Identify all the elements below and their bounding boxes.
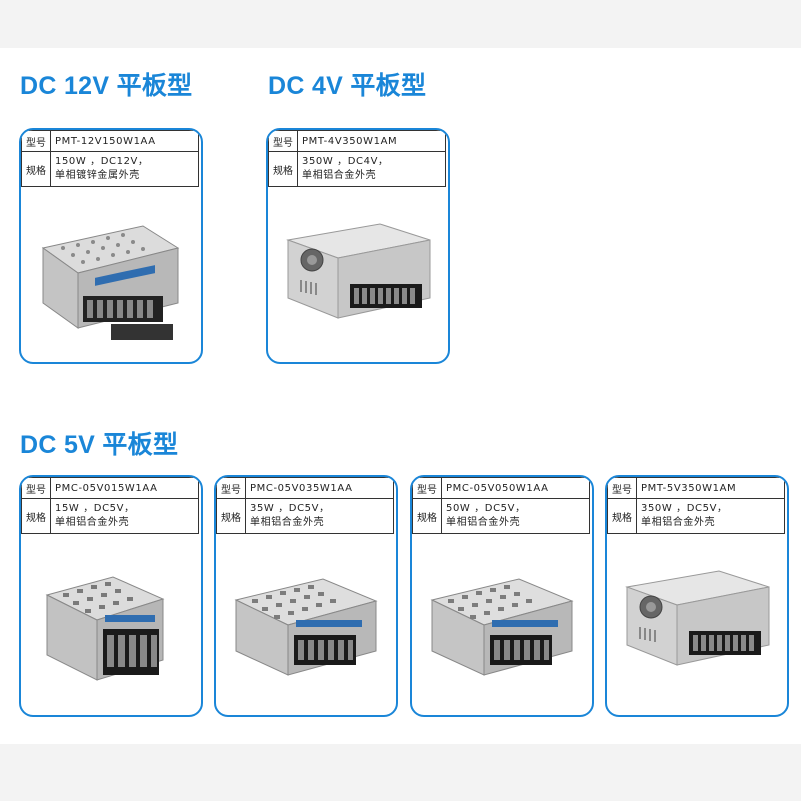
spec-housing: 单相铝合金外壳 <box>641 517 716 528</box>
model-number: PMC-05V035W1AA <box>245 477 394 499</box>
model-number: PMT-5V350W1AM <box>636 477 785 499</box>
product-image <box>33 565 193 699</box>
spec-power-voltage: 350W ，DC4V， <box>302 156 389 167</box>
spec-label: 规格 <box>21 498 51 534</box>
spec-housing: 单相铝合金外壳 <box>55 517 130 528</box>
model-number: PMT-12V150W1AA <box>50 130 199 152</box>
spec-housing: 单相铝合金外壳 <box>446 517 521 528</box>
spec-power-voltage: 150W ，DC12V， <box>55 156 149 167</box>
model-label: 型号 <box>216 477 246 499</box>
model-label: 型号 <box>412 477 442 499</box>
model-label: 型号 <box>21 130 51 152</box>
section-title-dc4v: DC 4V 平板型 <box>268 72 427 100</box>
power-supply-image <box>625 570 770 666</box>
spec-housing: 单相铝合金外壳 <box>302 170 377 181</box>
spec-housing: 单相铝合金外壳 <box>250 517 325 528</box>
spec-label: 规格 <box>412 498 442 534</box>
product-image <box>33 218 193 352</box>
spec-power-voltage: 350W ，DC5V， <box>641 503 728 514</box>
spec-label: 规格 <box>268 151 298 187</box>
spec-housing: 单相镀锌金属外壳 <box>55 170 140 181</box>
product-image <box>280 218 440 347</box>
spec-label: 规格 <box>607 498 637 534</box>
power-supply-image <box>286 223 431 319</box>
top-gray-band <box>0 0 801 48</box>
model-label: 型号 <box>268 130 298 152</box>
section-title-dc12v: DC 12V 平板型 <box>20 72 193 100</box>
product-image <box>424 565 584 699</box>
power-supply-image <box>430 578 574 676</box>
spec-power-voltage: 15W ，DC5V， <box>55 503 135 514</box>
model-label: 型号 <box>21 477 51 499</box>
power-supply-image <box>45 576 165 681</box>
power-supply-image <box>234 578 378 676</box>
product-image <box>619 565 779 694</box>
model-number: PMC-05V050W1AA <box>441 477 590 499</box>
spec-label: 规格 <box>21 151 51 187</box>
model-label: 型号 <box>607 477 637 499</box>
power-supply-image <box>41 225 180 340</box>
product-image <box>228 565 388 699</box>
section-title-dc5v: DC 5V 平板型 <box>20 431 179 459</box>
bottom-gray-band <box>0 744 801 801</box>
spec-label: 规格 <box>216 498 246 534</box>
spec-power-voltage: 50W ，DC5V， <box>446 503 526 514</box>
spec-power-voltage: 35W ，DC5V， <box>250 503 330 514</box>
model-number: PMC-05V015W1AA <box>50 477 199 499</box>
model-number: PMT-4V350W1AM <box>297 130 446 152</box>
